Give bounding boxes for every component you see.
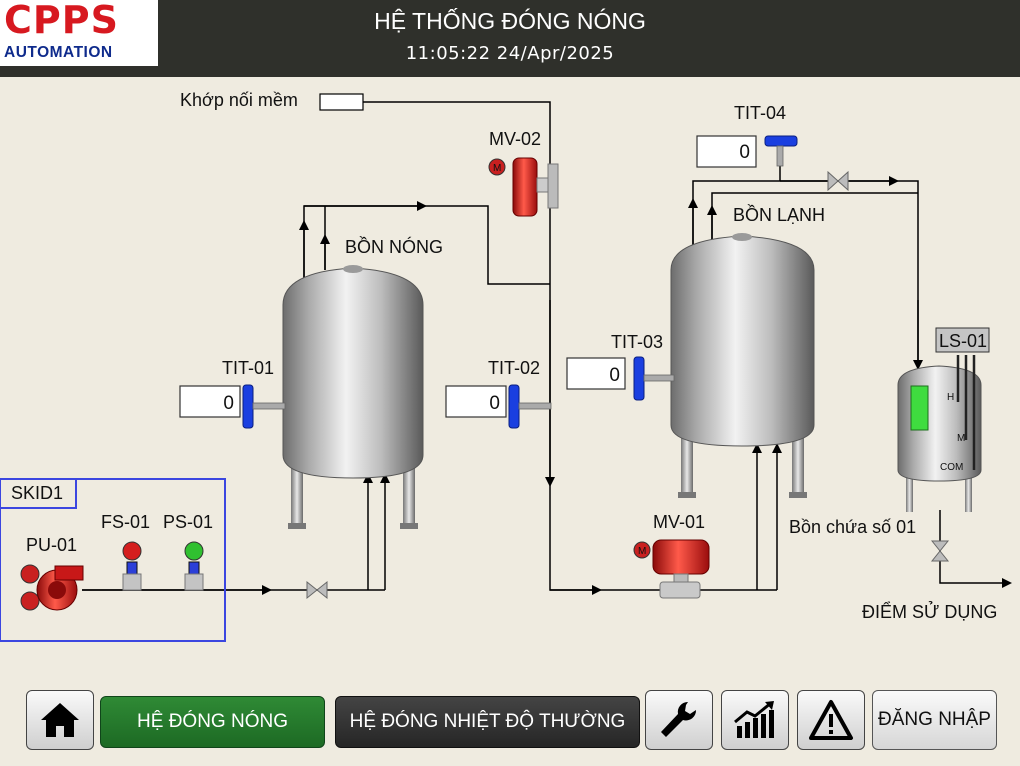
wrench-icon bbox=[661, 701, 697, 737]
header-bar: CPPS AUTOMATION HỆ THỐNG ĐÓNG NÓNG 11:05… bbox=[0, 0, 1020, 77]
level-com-label: COM bbox=[940, 462, 963, 473]
use-point-label: ĐIỂM SỬ DỤNG bbox=[862, 601, 997, 622]
cold-tank-label: BỒN LẠNH bbox=[733, 204, 825, 225]
manual-valve-icon[interactable] bbox=[306, 580, 328, 600]
login-label: ĐĂNG NHẬP bbox=[878, 709, 991, 730]
motor-status-icon bbox=[633, 541, 651, 559]
pipe-use-point bbox=[939, 510, 1012, 588]
tit-01-label: TIT-01 bbox=[222, 358, 274, 378]
tit-02[interactable]: TIT-02 0 bbox=[445, 358, 552, 429]
tit-01-value: 0 bbox=[223, 393, 234, 414]
level-switch-box bbox=[935, 327, 990, 353]
datetime-display: 11:05:22 24/Apr/2025 bbox=[405, 43, 615, 64]
temperature-sensor-icon bbox=[242, 384, 254, 429]
flow-switch-label: FS-01 bbox=[101, 512, 150, 532]
tit-04-label: TIT-04 bbox=[734, 103, 786, 123]
flex-joint-label: Khớp nối mềm bbox=[180, 90, 298, 110]
storage-tank-label: Bồn chứa số 01 bbox=[789, 517, 916, 537]
tit-02-label: TIT-02 bbox=[488, 358, 540, 378]
skid1: SKID1 bbox=[0, 478, 226, 642]
flex-joint bbox=[319, 93, 364, 111]
pressure-switch-ps-01[interactable]: PS-01 bbox=[163, 512, 213, 591]
motor-status-icon bbox=[20, 564, 40, 584]
motor-status-icon bbox=[20, 591, 40, 611]
cold-tank bbox=[670, 233, 815, 498]
motor-status-icon bbox=[488, 158, 506, 176]
mv-01-label: MV-01 bbox=[653, 512, 705, 532]
hot-system-button[interactable]: HỆ ĐÓNG NÓNG bbox=[100, 696, 325, 748]
process-diagram: Khớp nối mềm BỒN NÓNG BỒN LẠNH bbox=[0, 90, 1012, 642]
temperature-sensor-icon bbox=[764, 135, 798, 147]
tit-03-label: TIT-03 bbox=[611, 332, 663, 352]
motor-badge: M bbox=[638, 546, 646, 557]
tit-03-value: 0 bbox=[609, 365, 620, 386]
normal-system-button[interactable]: HỆ ĐÓNG NHIỆT ĐỘ THƯỜNG bbox=[335, 696, 640, 748]
storage-tank bbox=[897, 365, 982, 512]
alarm-warning-icon bbox=[809, 700, 853, 740]
tit-01[interactable]: TIT-01 0 bbox=[179, 358, 286, 429]
level-high-label: H bbox=[947, 392, 954, 403]
pressure-switch-status-icon bbox=[184, 541, 204, 561]
mv-02-label: MV-02 bbox=[489, 129, 541, 149]
temperature-sensor-icon bbox=[633, 356, 645, 401]
trend-chart-icon bbox=[734, 701, 774, 738]
hot-tank-label: BỒN NÓNG bbox=[345, 236, 443, 257]
home-button[interactable] bbox=[26, 690, 94, 750]
level-indicator bbox=[910, 385, 929, 431]
flow-switch-status-icon bbox=[122, 541, 142, 561]
tit-04-value-box[interactable] bbox=[696, 135, 757, 168]
pump-label: PU-01 bbox=[26, 535, 77, 555]
page-title: HỆ THỐNG ĐÓNG NÓNG bbox=[374, 8, 646, 34]
company-logo: CPPS AUTOMATION bbox=[0, 0, 158, 66]
skid-label: SKID1 bbox=[11, 483, 63, 503]
trend-button[interactable] bbox=[721, 690, 789, 750]
tit-03[interactable]: TIT-03 0 bbox=[566, 332, 675, 401]
level-switch-probes bbox=[956, 355, 976, 470]
motor-valve-mv-02[interactable]: MV-02 M bbox=[488, 129, 559, 217]
home-icon bbox=[41, 703, 79, 737]
hot-tank bbox=[282, 265, 424, 529]
hot-system-label: HỆ ĐÓNG NÓNG bbox=[137, 711, 288, 732]
flow-switch-fs-01[interactable]: FS-01 bbox=[101, 512, 150, 591]
login-button[interactable]: ĐĂNG NHẬP bbox=[872, 690, 997, 750]
manual-valve-icon[interactable] bbox=[827, 170, 849, 192]
tit-02-value: 0 bbox=[489, 393, 500, 414]
tit-03-value-box[interactable] bbox=[566, 357, 626, 390]
level-switch-label: LS-01 bbox=[939, 331, 987, 351]
tit-04-value: 0 bbox=[739, 142, 750, 163]
manual-valve-icon[interactable] bbox=[930, 540, 950, 562]
logo-subtext: AUTOMATION bbox=[4, 44, 113, 61]
tit-02-value-box[interactable] bbox=[445, 385, 507, 418]
temperature-sensor-icon bbox=[508, 384, 520, 429]
tit-01-value-box[interactable] bbox=[179, 385, 241, 418]
tit-04[interactable]: TIT-04 0 bbox=[696, 103, 798, 168]
alarm-button[interactable] bbox=[797, 690, 865, 750]
pump-pu-01[interactable]: PU-01 bbox=[20, 535, 84, 611]
settings-button[interactable] bbox=[645, 690, 713, 750]
logo-text: CPPS bbox=[4, 0, 119, 42]
motor-badge: M bbox=[493, 163, 501, 174]
motor-valve-mv-01[interactable]: MV-01 M bbox=[633, 512, 710, 599]
level-mid-label: M bbox=[957, 433, 965, 444]
pressure-switch-label: PS-01 bbox=[163, 512, 213, 532]
normal-system-label: HỆ ĐÓNG NHIỆT ĐỘ THƯỜNG bbox=[349, 711, 626, 732]
